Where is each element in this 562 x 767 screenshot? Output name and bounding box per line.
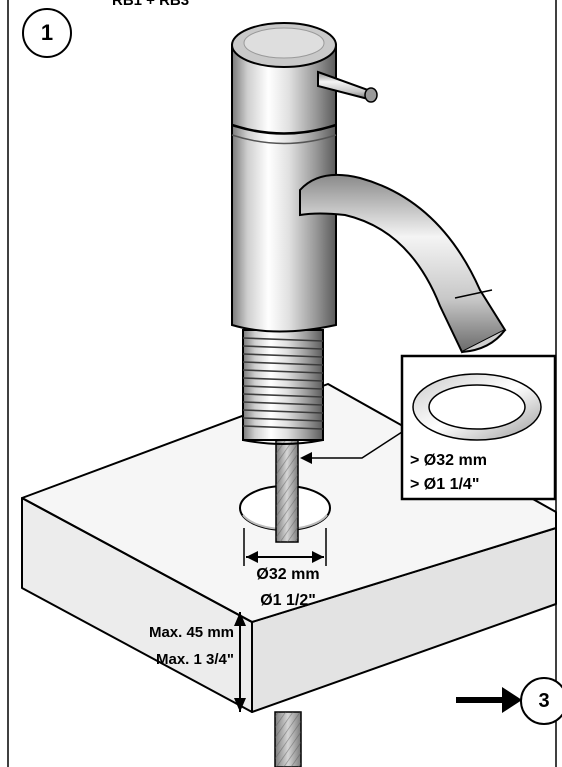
washer-diameter-inch: > Ø1 1/4" <box>410 476 480 493</box>
lower-hose <box>274 711 302 767</box>
faucet-body <box>231 22 337 333</box>
step-number-badge: 1 <box>22 8 72 58</box>
thickness-dimension <box>234 612 246 712</box>
next-step-badge: 3 <box>520 677 562 725</box>
washer-diameter-mm: > Ø32 mm <box>410 452 487 469</box>
washer-callout <box>300 354 557 501</box>
max-thickness-mm: Max. 45 mm <box>148 624 234 641</box>
spout <box>299 173 507 354</box>
hole-diameter-mm: Ø32 mm <box>256 566 320 583</box>
threaded-shank <box>242 329 324 445</box>
next-step-number: 3 <box>538 689 550 712</box>
max-thickness-inch: Max. 1 3/4" <box>156 651 234 668</box>
next-step-arrow <box>456 687 522 713</box>
step-number: 1 <box>40 20 54 45</box>
lever-handle <box>317 70 378 103</box>
upper-hose <box>275 433 299 543</box>
hole-diameter-inch: Ø1 1/2" <box>260 592 316 609</box>
model-label: RB1 + RB3 <box>112 0 190 9</box>
hole-dimension <box>243 528 327 566</box>
